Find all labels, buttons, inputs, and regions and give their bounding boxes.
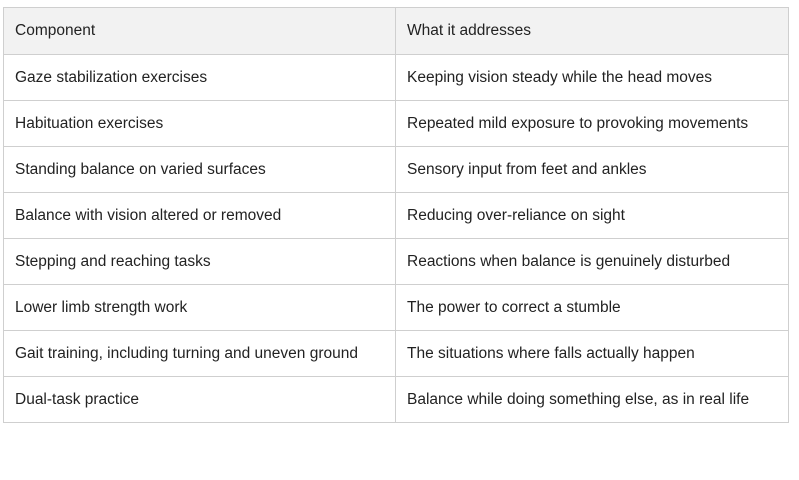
component-cell: Habituation exercises [3,100,396,147]
table-row: Standing balance on varied surfaces Sens… [3,146,789,193]
addresses-cell: Reactions when balance is genuinely dist… [395,238,789,285]
addresses-cell: The power to correct a stumble [395,284,789,331]
column-header-component: Component [3,7,396,55]
table-row: Lower limb strength work The power to co… [3,284,789,331]
column-header-what-it-addresses: What it addresses [395,7,789,55]
addresses-cell: Reducing over-reliance on sight [395,192,789,239]
component-cell: Gait training, including turning and une… [3,330,396,377]
component-cell: Dual-task practice [3,376,396,423]
table-row: Gaze stabilization exercises Keeping vis… [3,54,789,101]
addresses-cell: Sensory input from feet and ankles [395,146,789,193]
table-row: Stepping and reaching tasks Reactions wh… [3,238,789,285]
addresses-cell: Balance while doing something else, as i… [395,376,789,423]
table-row: Habituation exercises Repeated mild expo… [3,100,789,147]
component-cell: Balance with vision altered or removed [3,192,396,239]
component-cell: Gaze stabilization exercises [3,54,396,101]
rehab-components-table: Component What it addresses Gaze stabili… [3,7,789,423]
addresses-cell: Repeated mild exposure to provoking move… [395,100,789,147]
addresses-cell: The situations where falls actually happ… [395,330,789,377]
addresses-cell: Keeping vision steady while the head mov… [395,54,789,101]
component-cell: Standing balance on varied surfaces [3,146,396,193]
component-cell: Stepping and reaching tasks [3,238,396,285]
table-row: Balance with vision altered or removed R… [3,192,789,239]
table-row: Gait training, including turning and une… [3,330,789,377]
table-header-row: Component What it addresses [3,7,789,55]
component-cell: Lower limb strength work [3,284,396,331]
table-row: Dual-task practice Balance while doing s… [3,376,789,423]
